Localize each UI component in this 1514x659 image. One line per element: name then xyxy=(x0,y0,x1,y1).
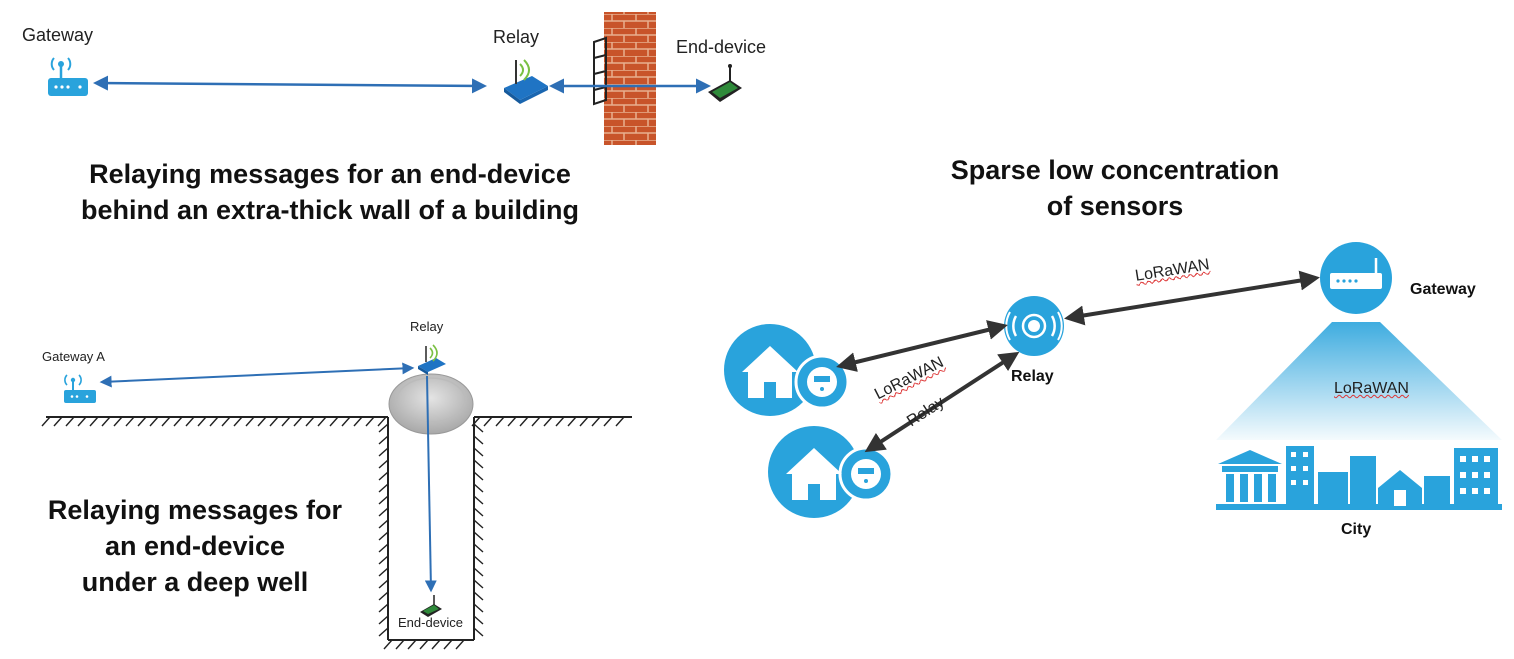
gateway-circle-icon xyxy=(1320,242,1392,314)
well-relay-label: Relay xyxy=(410,319,444,334)
gateway-relay-lorawan-link xyxy=(1064,270,1320,326)
relay-icon xyxy=(504,59,548,104)
link-gateway-city-label: LoRaWAN xyxy=(1334,380,1409,397)
sparse-title: Sparse low concentration of sensors xyxy=(925,152,1305,224)
sparse-title-line2: of sensors xyxy=(1046,191,1184,221)
gateway-a-relay-link xyxy=(99,362,415,388)
ground-hatch xyxy=(41,416,632,650)
well-caption-line1: Relaying messages for xyxy=(47,495,343,525)
house-meter-icon-1 xyxy=(724,324,850,416)
sparse-gateway-label: Gateway xyxy=(1410,281,1476,298)
well-caption-line2: an end-device xyxy=(104,531,286,561)
city-icon xyxy=(1216,446,1502,510)
wall-caption-line2: behind an extra-thick wall of a building xyxy=(80,195,580,225)
relay-house2-link xyxy=(864,351,1020,453)
well-caption-line3: under a deep well xyxy=(81,567,309,597)
wall-caption: Relaying messages for an end-device behi… xyxy=(40,156,620,228)
well-caption: Relaying messages for an end-device unde… xyxy=(20,492,370,600)
wall-icon xyxy=(593,12,656,145)
relay-house1-link xyxy=(836,320,1008,372)
wall-caption-line1: Relaying messages for an end-device xyxy=(89,159,571,189)
house-meter-icon-2 xyxy=(768,426,894,518)
relay-well-device-link xyxy=(424,375,437,593)
coverage-beam xyxy=(1216,322,1502,440)
relay-circle-icon xyxy=(1004,296,1064,356)
sparse-relay-label: Relay xyxy=(1011,368,1054,385)
wall-gateway-label: Gateway xyxy=(22,25,94,45)
end-device-icon xyxy=(708,64,742,102)
sparse-title-line1: Sparse low concentration xyxy=(950,155,1280,185)
well-end-device-label: End-device xyxy=(398,615,464,630)
gateway-relay-link xyxy=(93,75,487,94)
manhole-lid-icon xyxy=(388,373,474,435)
well-end-device-icon xyxy=(420,595,442,617)
sparse-city-label: City xyxy=(1341,521,1372,538)
gateway-icon xyxy=(48,57,88,96)
well-relay-icon xyxy=(418,344,446,375)
wall-relay-label: Relay xyxy=(493,27,540,47)
wall-end-device-label: End-device xyxy=(676,37,767,57)
well-gateway-label: Gateway A xyxy=(42,349,105,364)
gateway-a-icon xyxy=(64,374,96,403)
